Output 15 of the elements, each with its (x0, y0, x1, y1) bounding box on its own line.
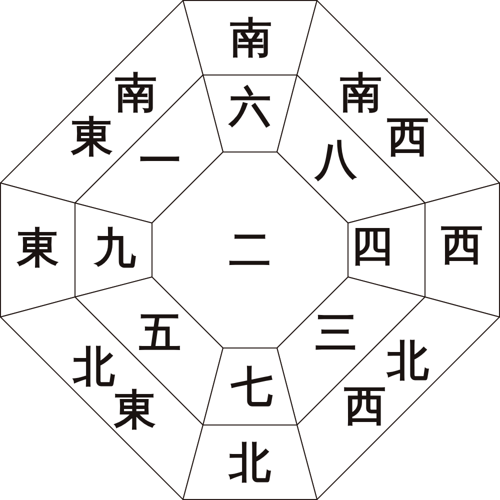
direction-sector (297, 297, 500, 500)
number-label: 二 (229, 229, 271, 271)
number-label: 九 (94, 227, 136, 269)
direction-label: 西 (441, 224, 483, 266)
direction-label: 北 (229, 442, 271, 484)
direction-sector (425, 183, 500, 317)
direction-label: 南 (230, 17, 272, 59)
direction-label: 東 (17, 227, 59, 269)
direction-sector (0, 297, 203, 500)
number-label: 八 (315, 139, 357, 181)
direction-sector (183, 425, 317, 500)
number-label: 一 (139, 140, 181, 182)
number-label: 四 (351, 225, 393, 267)
number-label: 七 (231, 366, 273, 408)
number-label: 六 (229, 86, 271, 128)
